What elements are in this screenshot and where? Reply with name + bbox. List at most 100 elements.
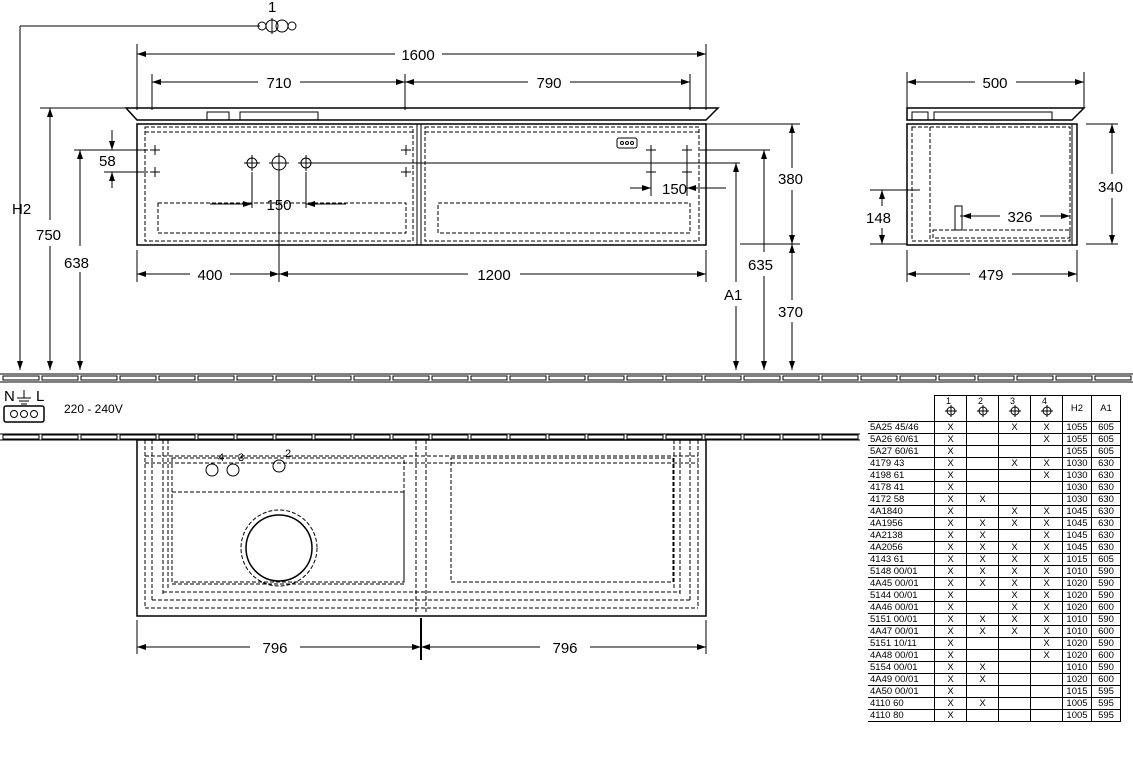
cell-model: 4A1840 (868, 505, 935, 518)
cell-c1: X (934, 553, 967, 566)
cell-h2: 1030 (1062, 457, 1092, 470)
floor-tile (587, 375, 625, 381)
cell-c4: X (1030, 517, 1063, 530)
cell-a1: 630 (1091, 493, 1121, 506)
cell-model: 4110 60 (868, 697, 935, 710)
cell-c1: X (934, 697, 967, 710)
cell-model: 5144 00/01 (868, 589, 935, 602)
cell-h2: 1015 (1062, 553, 1092, 566)
cell-model: 4A2138 (868, 529, 935, 542)
floor-tile (2, 375, 40, 381)
svg-text:400: 400 (197, 267, 222, 284)
cell-c1: X (934, 709, 967, 722)
col-hole-1: 1 (934, 395, 967, 422)
svg-text:638: 638 (64, 255, 89, 272)
cell-a1: 630 (1091, 505, 1121, 518)
floor-tile (782, 375, 820, 381)
cell-c4: X (1030, 421, 1063, 434)
cell-a1: 590 (1091, 589, 1121, 602)
cell-h2: 1030 (1062, 493, 1092, 506)
svg-text:H2: H2 (12, 201, 31, 218)
cell-c3: X (998, 577, 1031, 590)
floor-tile (392, 434, 430, 440)
cell-h2: 1020 (1062, 673, 1092, 686)
dim-58: 58 (74, 130, 148, 188)
cell-c2: X (966, 553, 999, 566)
cell-model: 5151 00/01 (868, 613, 935, 626)
svg-text:796: 796 (262, 640, 287, 657)
cell-c1: X (934, 433, 967, 446)
dim-796: 796 796 (136, 620, 707, 657)
cell-c4: X (1030, 505, 1063, 518)
svg-text:1: 1 (946, 396, 951, 406)
cell-c4: X (1030, 637, 1063, 650)
svg-text:635: 635 (748, 257, 773, 274)
svg-text:220 - 240V: 220 - 240V (64, 402, 123, 416)
cell-c3 (998, 673, 1031, 686)
front-view (124, 107, 740, 246)
floor-tile (158, 375, 196, 381)
plan-view: 4 3 2 (136, 439, 707, 660)
cell-c3 (998, 697, 1031, 710)
floor-tile (782, 434, 820, 440)
cell-c3: X (998, 505, 1031, 518)
cell-c2 (966, 709, 999, 722)
floor-tile (743, 375, 781, 381)
cell-c3 (998, 529, 1031, 542)
cell-c4: X (1030, 553, 1063, 566)
cell-model: 4178 41 (868, 481, 935, 494)
cell-model: 4110 80 (868, 709, 935, 722)
cell-h2: 1045 (1062, 505, 1092, 518)
cell-a1: 605 (1091, 445, 1121, 458)
cell-h2: 1055 (1062, 421, 1092, 434)
floor-tile (80, 375, 118, 381)
cell-c4 (1030, 673, 1063, 686)
floor-tile (821, 434, 859, 440)
side-view: 500 326 148 340 479 (866, 72, 1123, 284)
dim-710-790: 710 790 (151, 74, 691, 110)
floor-tile (938, 375, 976, 381)
cell-c2 (966, 685, 999, 698)
cell-a1: 595 (1091, 697, 1121, 710)
cell-model: 4A50 00/01 (868, 685, 935, 698)
cell-c1: X (934, 529, 967, 542)
cell-c2 (966, 445, 999, 458)
cell-c4: X (1030, 529, 1063, 542)
svg-text:790: 790 (536, 75, 561, 92)
floor-tile (509, 434, 547, 440)
cell-c2 (966, 457, 999, 470)
cell-h2: 1010 (1062, 661, 1092, 674)
cell-c4: X (1030, 625, 1063, 638)
floor-tile (626, 434, 664, 440)
cell-c1: X (934, 493, 967, 506)
hole-3-icon (226, 463, 240, 477)
cell-c4: X (1030, 601, 1063, 614)
floor-tile (1016, 375, 1054, 381)
cell-h2: 1020 (1062, 649, 1092, 662)
floor-tile (665, 434, 703, 440)
cell-model: 5151 10/11 (868, 637, 935, 650)
cell-c2 (966, 589, 999, 602)
cell-model: 5A25 45/46 (868, 421, 935, 434)
cell-c4: X (1030, 457, 1063, 470)
socket-icon (616, 137, 638, 149)
cell-model: 5A27 60/61 (868, 445, 935, 458)
cell-c3 (998, 481, 1031, 494)
cell-c1: X (934, 613, 967, 626)
tap-hole-group-icon (257, 18, 297, 34)
cell-a1: 600 (1091, 673, 1121, 686)
cell-c3: X (998, 421, 1031, 434)
cell-c4 (1030, 661, 1063, 674)
floor-tile (899, 375, 937, 381)
dim-150-right: 150 (630, 150, 726, 198)
cell-model: 4A49 00/01 (868, 673, 935, 686)
svg-text:2: 2 (978, 396, 983, 406)
